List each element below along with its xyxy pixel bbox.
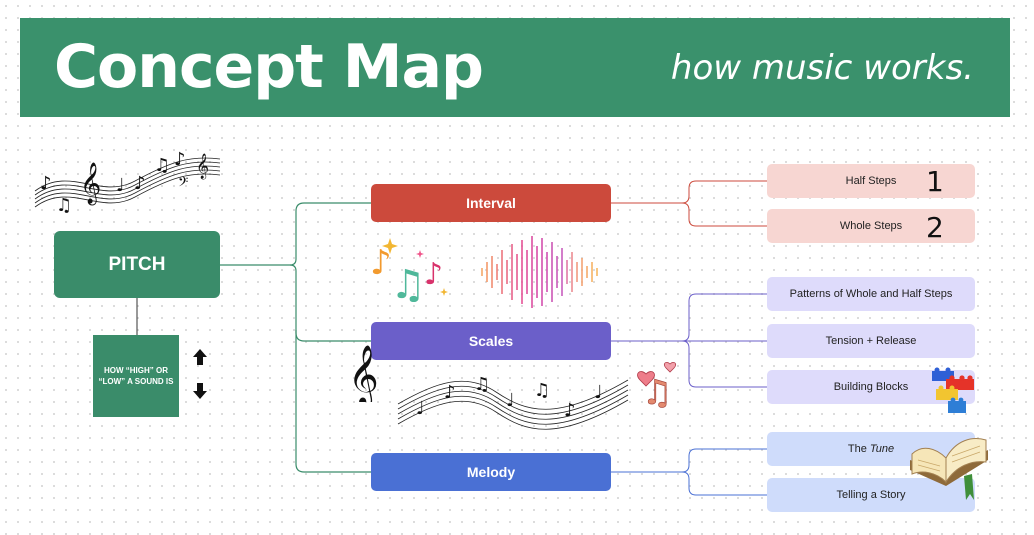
svg-text:♫: ♫ (154, 155, 170, 176)
open-book-icon (910, 438, 988, 500)
lego-blocks-icon (932, 367, 974, 413)
the-tune-emphasis: Tune (869, 443, 895, 455)
svg-text:♫: ♫ (474, 374, 490, 395)
svg-text:𝄢: 𝄢 (178, 174, 188, 193)
svg-text:♪: ♪ (370, 243, 392, 283)
page-title: Concept Map (54, 32, 484, 102)
treble-clef-icon: 𝄞 (348, 345, 379, 402)
the-tune-prefix: The (847, 443, 870, 455)
svg-text:♪: ♪ (40, 173, 52, 194)
interval-node[interactable]: Interval (371, 184, 611, 222)
svg-text:♫: ♫ (56, 195, 72, 216)
half-steps-node[interactable]: Half Steps (767, 164, 975, 198)
svg-text:♩: ♩ (594, 382, 603, 403)
svg-text:♪: ♪ (564, 400, 576, 421)
heart-notes-icon: ♫ (637, 361, 677, 408)
wavy-staff-icon: ♩ ♪ ♫ ♩ ♫ ♪ ♩ (397, 374, 629, 430)
svg-text:♫: ♫ (390, 262, 426, 302)
melody-node[interactable]: Melody (371, 453, 611, 491)
telling-a-story-node[interactable]: Telling a Story (767, 478, 975, 512)
whole-steps-node[interactable]: Whole Steps (767, 209, 975, 243)
svg-text:𝄞: 𝄞 (80, 162, 101, 205)
page-subtitle: how music works. (670, 48, 974, 88)
svg-text:♫: ♫ (534, 380, 550, 401)
svg-text:♪: ♪ (444, 382, 456, 403)
scales-node[interactable]: Scales (371, 322, 611, 360)
svg-text:♩: ♩ (116, 175, 125, 196)
pitch-description: HOW “HIGH” OR “LOW” A SOUND IS (93, 335, 179, 417)
pitch-node[interactable]: PITCH (54, 231, 220, 298)
tension-release-node[interactable]: Tension + Release (767, 324, 975, 358)
svg-text:♫: ♫ (642, 373, 672, 408)
svg-text:♩: ♩ (506, 390, 515, 411)
svg-text:♩: ♩ (416, 398, 425, 419)
svg-text:𝄞: 𝄞 (348, 345, 379, 402)
svg-text:♪: ♪ (424, 257, 443, 292)
up-arrow-icon (193, 349, 207, 365)
music-notes-staff-icon: 𝄞 𝄞 ♪ ♫ ♩ ♪ ♫ ♪ 𝄢 (34, 149, 221, 216)
header-banner: Concept Map how music works. (20, 18, 1010, 117)
colorful-notes-icon: ♪ ♫ ♪ (370, 238, 448, 302)
sound-wave-icon (481, 236, 598, 308)
svg-text:♪: ♪ (174, 149, 186, 170)
svg-text:♪: ♪ (134, 173, 146, 194)
annotation-two: 2 (926, 211, 944, 244)
svg-text:𝄞: 𝄞 (196, 153, 209, 179)
annotation-one: 1 (926, 165, 944, 198)
down-arrow-icon (193, 383, 207, 399)
patterns-node[interactable]: Patterns of Whole and Half Steps (767, 277, 975, 311)
